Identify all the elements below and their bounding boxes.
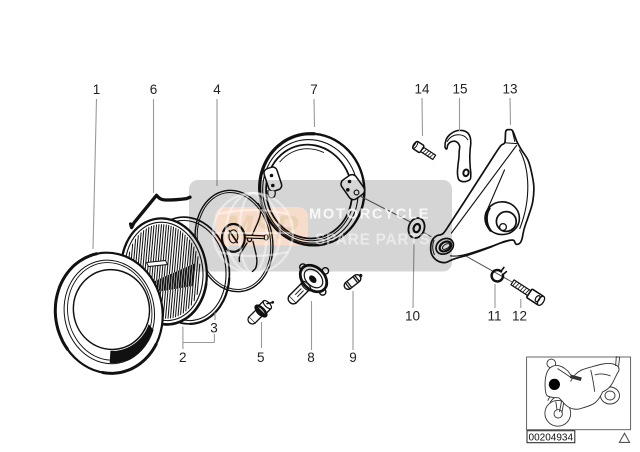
svg-text:6: 6 [150,82,158,97]
svg-text:11: 11 [487,308,501,323]
svg-text:3: 3 [210,320,218,335]
svg-text:00204934: 00204934 [529,432,574,443]
svg-text:15: 15 [452,81,467,96]
svg-text:7: 7 [310,82,318,97]
svg-text:10: 10 [405,308,420,323]
svg-text:9: 9 [349,350,357,365]
svg-text:SPARE PARTS: SPARE PARTS [315,232,430,249]
svg-text:13: 13 [502,81,517,96]
svg-text:5: 5 [257,350,265,365]
svg-text:14: 14 [414,81,430,96]
svg-text:4: 4 [213,82,221,97]
svg-text:MOTORCYCLE: MOTORCYCLE [309,207,430,223]
svg-text:12: 12 [512,308,527,323]
svg-text:MSP: MSP [225,209,299,247]
svg-text:8: 8 [307,350,315,365]
svg-text:2: 2 [179,350,187,365]
svg-text:1: 1 [93,82,101,97]
